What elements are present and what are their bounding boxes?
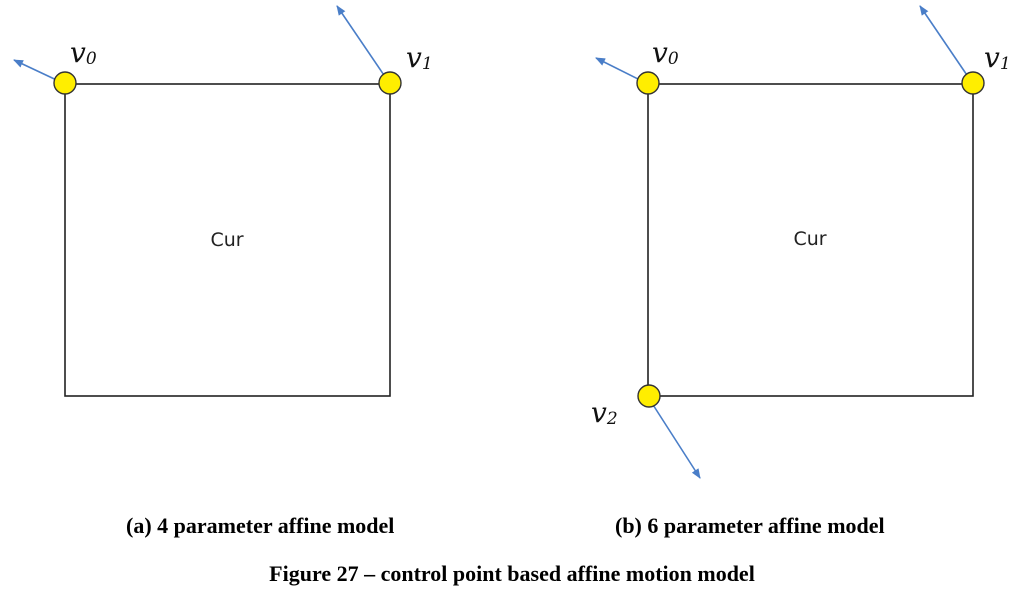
control-point-b-v1: [961, 71, 985, 95]
current-block-b: [647, 83, 974, 397]
motion-vector-arrow-b-v2: [647, 396, 701, 479]
figure-caption: Figure 27 – control point based affine m…: [269, 561, 755, 586]
panel-b-caption: (b) 6 parameter affine model: [615, 513, 885, 538]
block-label-a: Cur: [210, 229, 243, 251]
control-point-label-a-v0: v0: [70, 36, 97, 69]
motion-vector-arrow-b-v1: [919, 5, 974, 85]
panel-a-caption: (a) 4 parameter affine model: [126, 513, 395, 538]
control-point-a-v0: [53, 71, 77, 95]
control-point-a-v1: [378, 71, 402, 95]
control-point-label-b-v1: v1: [984, 41, 1011, 74]
motion-vector-arrow-a-v1: [336, 5, 391, 85]
control-point-b-v0: [636, 71, 660, 95]
control-point-label-a-v1: v1: [406, 41, 433, 74]
current-block-a: [64, 83, 391, 397]
panel-a: Cur v0 v1: [13, 5, 433, 397]
control-point-b-v2: [637, 384, 661, 408]
control-point-label-b-v2: v2: [591, 396, 618, 429]
block-label-b: Cur: [793, 228, 826, 250]
control-point-label-b-v0: v0: [652, 36, 679, 69]
panel-b: Cur v0 v1 v2: [591, 5, 1011, 479]
